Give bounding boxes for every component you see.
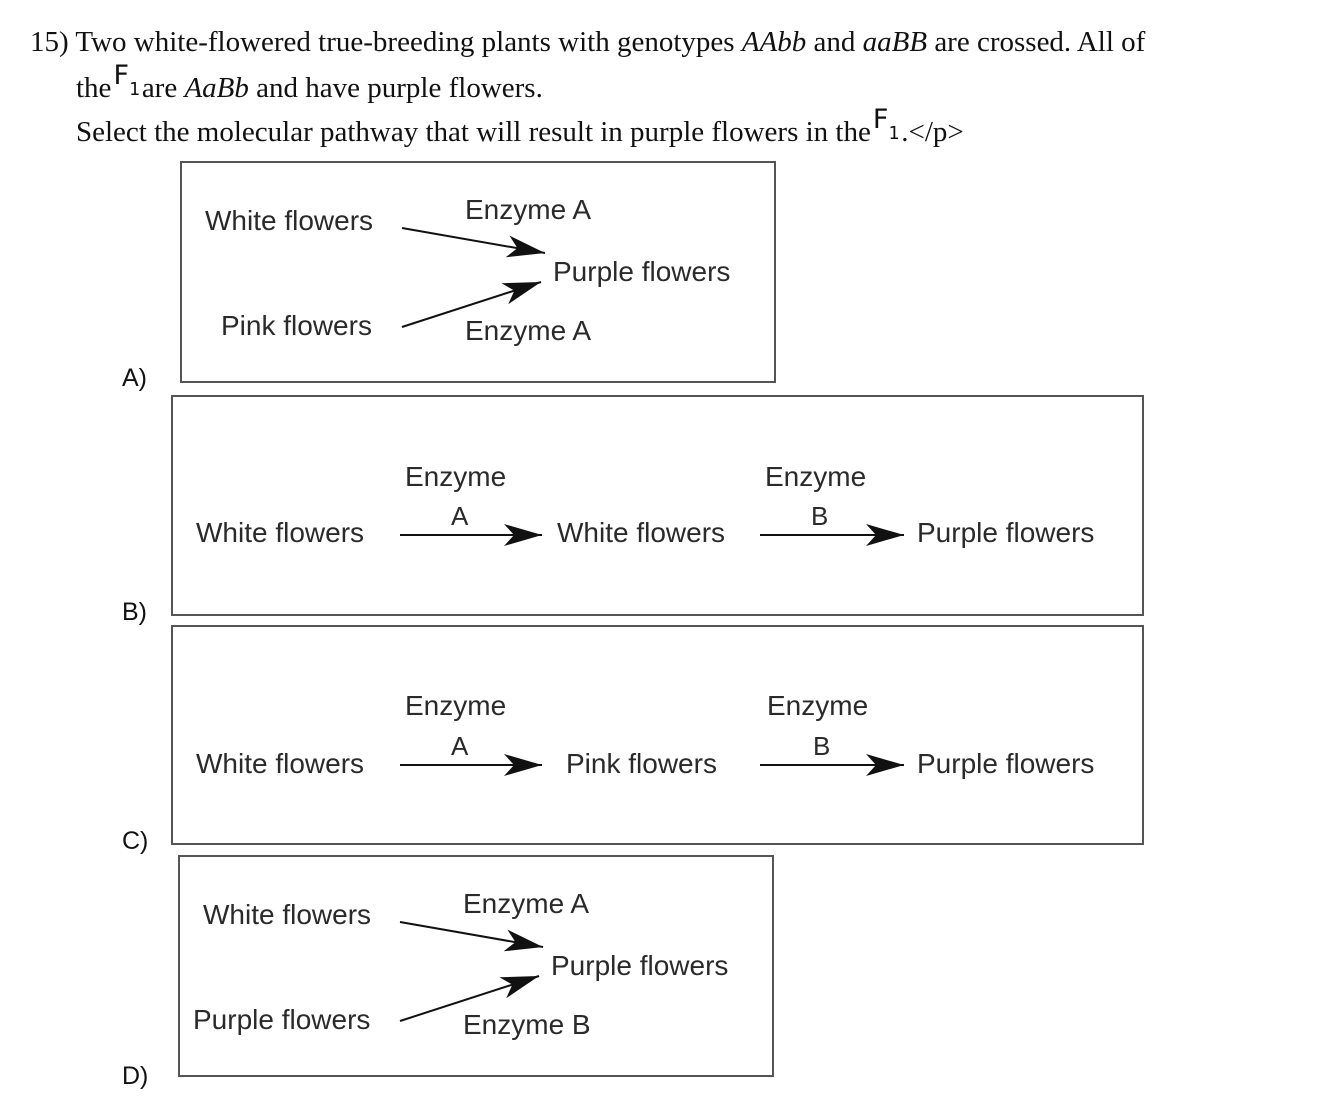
question-text-part: are crossed. All of [927,26,1146,58]
option-b-enzyme2-word: Enzyme [765,461,867,492]
option-d-bottom-source: Purple flowers [193,1004,371,1035]
option-d-box[interactable] [178,855,774,1077]
option-a-box[interactable] [180,161,776,383]
option-a-top-enzyme: Enzyme A [465,194,592,225]
option-b-enzyme2-letter: B [811,501,829,531]
f-subscript: 1 [128,79,140,100]
genotype-aabb-3: AaBb [184,72,249,104]
option-b-start: White flowers [196,517,365,548]
option-c-enzyme2-word: Enzyme [767,690,869,721]
question-text-part: .</p> [901,116,964,148]
option-a-label[interactable]: A) [122,364,147,392]
option-c-enzyme2-letter: B [813,731,831,761]
question-line-1: 15) Two white-flowered true-breeding pla… [30,28,1145,57]
question-line-3: Select the molecular pathway that will r… [76,106,964,148]
option-d-bottom-enzyme: Enzyme B [463,1009,591,1040]
option-b-label[interactable]: B) [122,598,147,626]
option-d-bottom-arrow [399,975,540,1022]
option-a-bottom-source: Pink flowers [221,310,372,341]
genotype-aabb: AAbb [741,26,807,58]
option-b-middle: White flowers [557,517,726,548]
option-c-box[interactable] [171,625,1144,845]
option-d-top-source: White flowers [203,899,372,930]
f-letter: F [113,60,129,91]
f-letter: F [872,104,889,135]
question-text-part: and [806,26,863,58]
question-text-part: the [76,72,112,104]
option-c-label[interactable]: C) [122,827,149,855]
option-a-top-arrow [401,227,546,258]
genotype-aabb-2: aaBB [862,26,928,58]
option-c-enzyme1-letter: A [451,731,469,761]
option-b-enzyme1-letter: A [451,501,469,531]
option-a-bottom-enzyme: Enzyme A [465,315,592,346]
option-c-middle: Pink flowers [566,748,717,779]
option-a-bottom-arrow [401,281,542,328]
option-c-enzyme1-word: Enzyme [405,690,507,721]
option-a-top-source: White flowers [205,205,374,236]
option-c-end: Purple flowers [917,748,1095,779]
question-text-part: Select the molecular pathway that will r… [76,116,871,148]
question-text-part: Two white-flowered true-breeding plants … [75,26,742,58]
question-line-2: theF1are AaBb and have purple flowers. [76,62,543,104]
question-number: 15) [30,26,69,58]
option-d-label[interactable]: D) [122,1062,149,1090]
option-b-enzyme1-word: Enzyme [405,461,507,492]
f-subscript: 1 [888,123,900,144]
question-text-part: are [141,72,185,104]
option-d-product: Purple flowers [551,950,729,981]
option-b-end: Purple flowers [917,517,1095,548]
option-a-product: Purple flowers [553,256,731,287]
option-d-top-enzyme: Enzyme A [463,888,590,919]
option-b-box[interactable] [171,395,1144,616]
question-text-part: and have purple flowers. [248,72,543,104]
option-c-start: White flowers [196,748,365,779]
option-d-top-arrow [399,921,544,952]
